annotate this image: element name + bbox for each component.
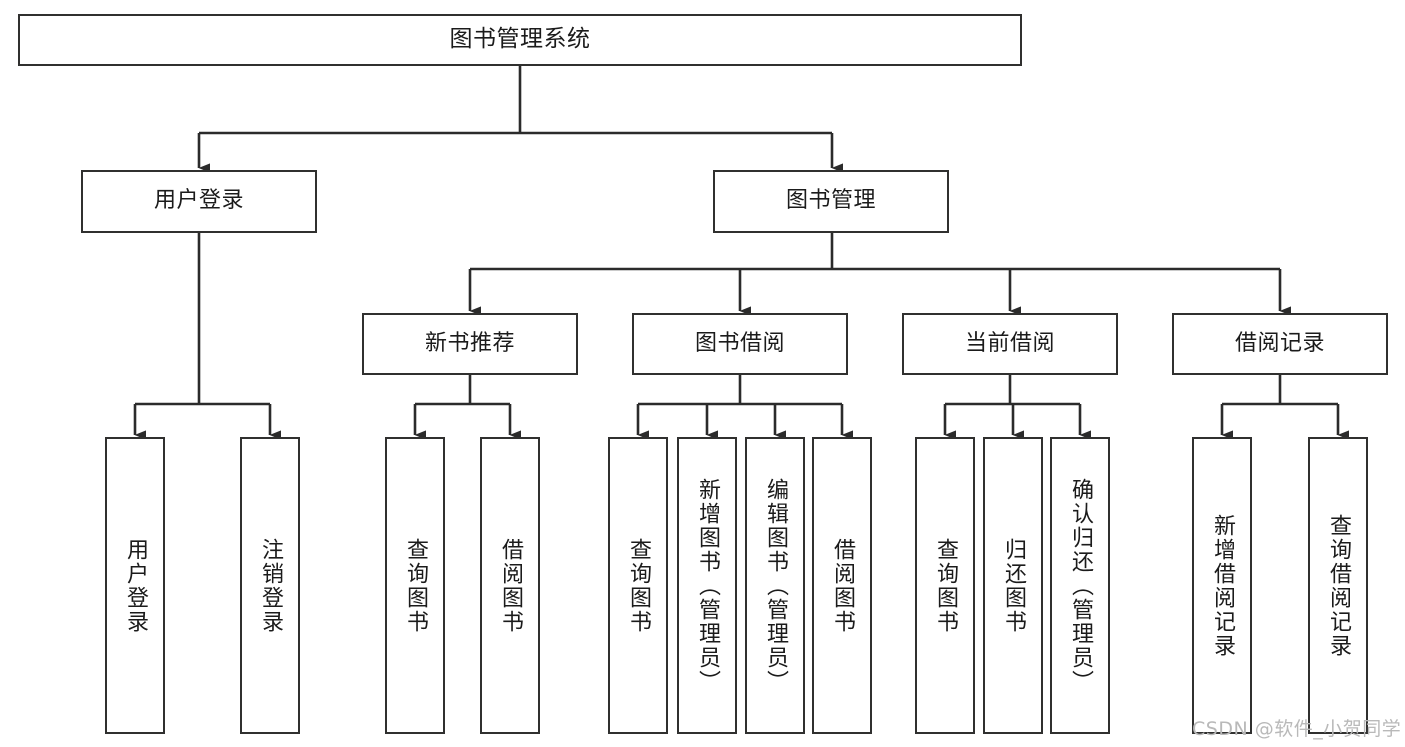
node-label: 图书管理系统 [449, 26, 591, 53]
node-label: 图书管理 [785, 188, 876, 214]
node-label: 新增借阅记录 [1210, 513, 1235, 658]
node-label: 借阅图书 [498, 537, 523, 634]
node-label: 编辑图书（管理员） [763, 477, 788, 694]
node-label: 查询图书 [626, 537, 651, 634]
node-book-borrow[interactable]: 图书借阅 [632, 313, 848, 375]
node-label: 用户登录 [123, 537, 148, 634]
leaf-book-borrow-edit[interactable]: 编辑图书（管理员） [745, 437, 805, 734]
node-root-book-management-system[interactable]: 图书管理系统 [18, 14, 1022, 66]
node-label: 查询图书 [933, 537, 958, 634]
node-label: 查询借阅记录 [1326, 513, 1351, 658]
node-current-borrow[interactable]: 当前借阅 [902, 313, 1118, 375]
node-label: 借阅图书 [830, 537, 855, 634]
leaf-new-book-borrow[interactable]: 借阅图书 [480, 437, 540, 734]
node-label: 新书推荐 [424, 330, 515, 356]
node-label: 当前借阅 [964, 330, 1055, 356]
leaf-borrow-record-add[interactable]: 新增借阅记录 [1192, 437, 1252, 734]
leaf-current-borrow-return[interactable]: 归还图书 [983, 437, 1043, 734]
node-label: 新增图书（管理员） [695, 477, 720, 694]
node-label: 归还图书 [1001, 537, 1026, 634]
leaf-book-borrow-query[interactable]: 查询图书 [608, 437, 668, 734]
leaf-current-borrow-query[interactable]: 查询图书 [915, 437, 975, 734]
node-label: 用户登录 [153, 188, 244, 214]
node-borrow-record[interactable]: 借阅记录 [1172, 313, 1388, 375]
node-book-management[interactable]: 图书管理 [713, 170, 949, 233]
leaf-user-login-logout[interactable]: 注销登录 [240, 437, 300, 734]
leaf-user-login-login[interactable]: 用户登录 [105, 437, 165, 734]
node-label: 图书借阅 [694, 330, 785, 356]
node-label: 借阅记录 [1234, 330, 1325, 356]
node-new-book-recommend[interactable]: 新书推荐 [362, 313, 578, 375]
node-label: 查询图书 [403, 537, 428, 634]
leaf-current-borrow-confirm-return[interactable]: 确认归还（管理员） [1050, 437, 1110, 734]
node-label: 确认归还（管理员） [1068, 477, 1093, 694]
leaf-borrow-record-query[interactable]: 查询借阅记录 [1308, 437, 1368, 734]
node-user-login[interactable]: 用户登录 [81, 170, 317, 233]
node-label: 注销登录 [258, 537, 283, 634]
leaf-book-borrow-borrow[interactable]: 借阅图书 [812, 437, 872, 734]
leaf-book-borrow-add[interactable]: 新增图书（管理员） [677, 437, 737, 734]
watermark-csdn: CSDN @软件_小贺同学 [1192, 718, 1402, 740]
leaf-new-book-query[interactable]: 查询图书 [385, 437, 445, 734]
